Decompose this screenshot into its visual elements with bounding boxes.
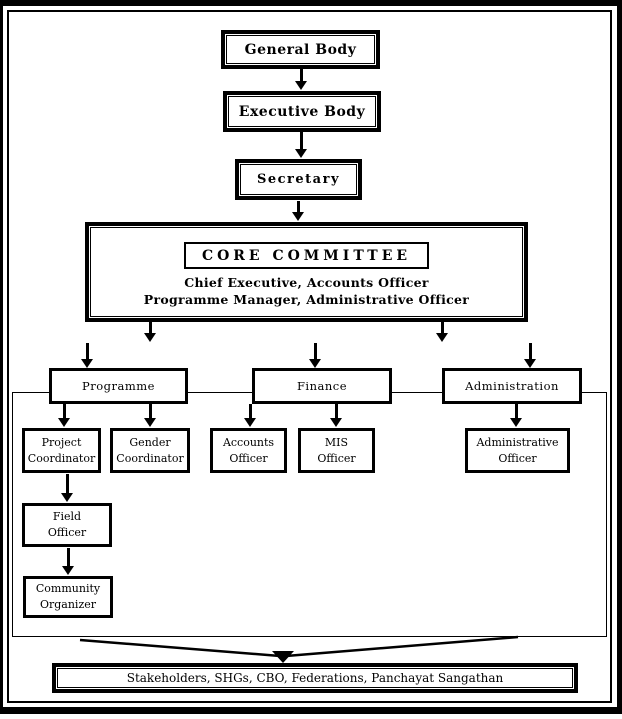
arrow-core-drop-right — [436, 322, 448, 342]
node-general-body: General Body — [221, 30, 380, 69]
node-secretary-label: Secretary — [256, 172, 341, 187]
arrow-head-icon — [244, 418, 256, 427]
core-committee-members-line2: Programme Manager, Administrative Office… — [143, 291, 470, 307]
node-executive-body: Executive Body — [223, 91, 381, 132]
node-community-organizer-label: Community Organizer — [35, 582, 101, 611]
arrow-head-icon — [524, 359, 536, 368]
node-executive-body-label: Executive Body — [238, 103, 366, 120]
node-stakeholders: Stakeholders, SHGs, CBO, Federations, Pa… — [52, 663, 578, 693]
core-committee-members-line1: Chief Executive, Accounts Officer — [184, 275, 429, 290]
node-general-body-label: General Body — [244, 41, 357, 58]
arrow-head-icon — [510, 418, 522, 427]
node-stakeholders-label: Stakeholders, SHGs, CBO, Federations, Pa… — [126, 671, 504, 685]
node-accounts-officer-label: Accounts Officer — [222, 435, 275, 465]
arrow-to-administration — [524, 343, 536, 368]
arrow-head-icon — [292, 212, 304, 221]
arrow-head-icon — [81, 359, 93, 368]
arrow-programme-to-gender-coordinator — [144, 404, 156, 427]
node-finance-label: Finance — [296, 379, 348, 393]
arrow-programme-to-project-coordinator — [58, 404, 70, 427]
core-committee-title-box: CORE COMMITTEE — [183, 242, 430, 269]
node-field-officer-label: Field Officer — [47, 510, 87, 539]
arrow-head-icon — [295, 81, 307, 90]
arrow-project-coordinator-to-field-officer — [61, 474, 73, 502]
node-secretary: Secretary — [235, 159, 362, 200]
node-field-officer: Field Officer — [22, 503, 112, 547]
arrow-head-icon — [58, 418, 70, 427]
arrow-field-officer-to-community-organizer — [62, 548, 74, 575]
node-administrative-officer: Administrative Officer — [465, 428, 570, 473]
arrow-administration-to-administrative-officer — [510, 404, 522, 427]
arrow-executive-to-secretary — [295, 132, 307, 158]
arrow-head-icon — [62, 566, 74, 575]
node-gender-coordinator: Gender Coordinator — [110, 428, 190, 473]
arrow-head-icon — [330, 418, 342, 427]
node-community-organizer: Community Organizer — [23, 576, 113, 618]
node-accounts-officer: Accounts Officer — [210, 428, 287, 473]
node-project-coordinator: Project Coordinator — [22, 428, 101, 473]
arrow-to-finance — [309, 343, 321, 368]
arrow-head-icon — [144, 418, 156, 427]
arrow-head-icon — [436, 333, 448, 342]
node-mis-officer-label: MIS Officer — [317, 435, 356, 465]
arrow-head-icon — [309, 359, 321, 368]
arrow-finance-to-mis-officer — [330, 404, 342, 427]
arrow-head-icon — [61, 493, 73, 502]
node-programme: Programme — [49, 368, 188, 404]
arrow-head-icon — [144, 333, 156, 342]
node-finance: Finance — [252, 368, 392, 404]
arrow-general-to-executive — [295, 69, 307, 90]
node-mis-officer: MIS Officer — [298, 428, 375, 473]
core-committee-title: CORE COMMITTEE — [201, 248, 412, 264]
arrow-to-programme — [81, 343, 93, 368]
arrow-secretary-to-core — [292, 201, 304, 221]
arrow-head-icon — [272, 651, 294, 663]
node-project-coordinator-label: Project Coordinator — [27, 435, 96, 465]
node-administrative-officer-label: Administrative Officer — [476, 435, 559, 465]
node-core-committee: CORE COMMITTEE Chief Executive, Accounts… — [85, 222, 528, 322]
arrow-core-drop-left — [144, 322, 156, 342]
node-gender-coordinator-label: Gender Coordinator — [116, 435, 184, 465]
arrow-head-icon — [295, 149, 307, 158]
arrow-finance-to-accounts-officer — [244, 404, 256, 427]
node-programme-label: Programme — [82, 379, 155, 393]
node-administration-label: Administration — [465, 379, 559, 393]
node-administration: Administration — [442, 368, 582, 404]
